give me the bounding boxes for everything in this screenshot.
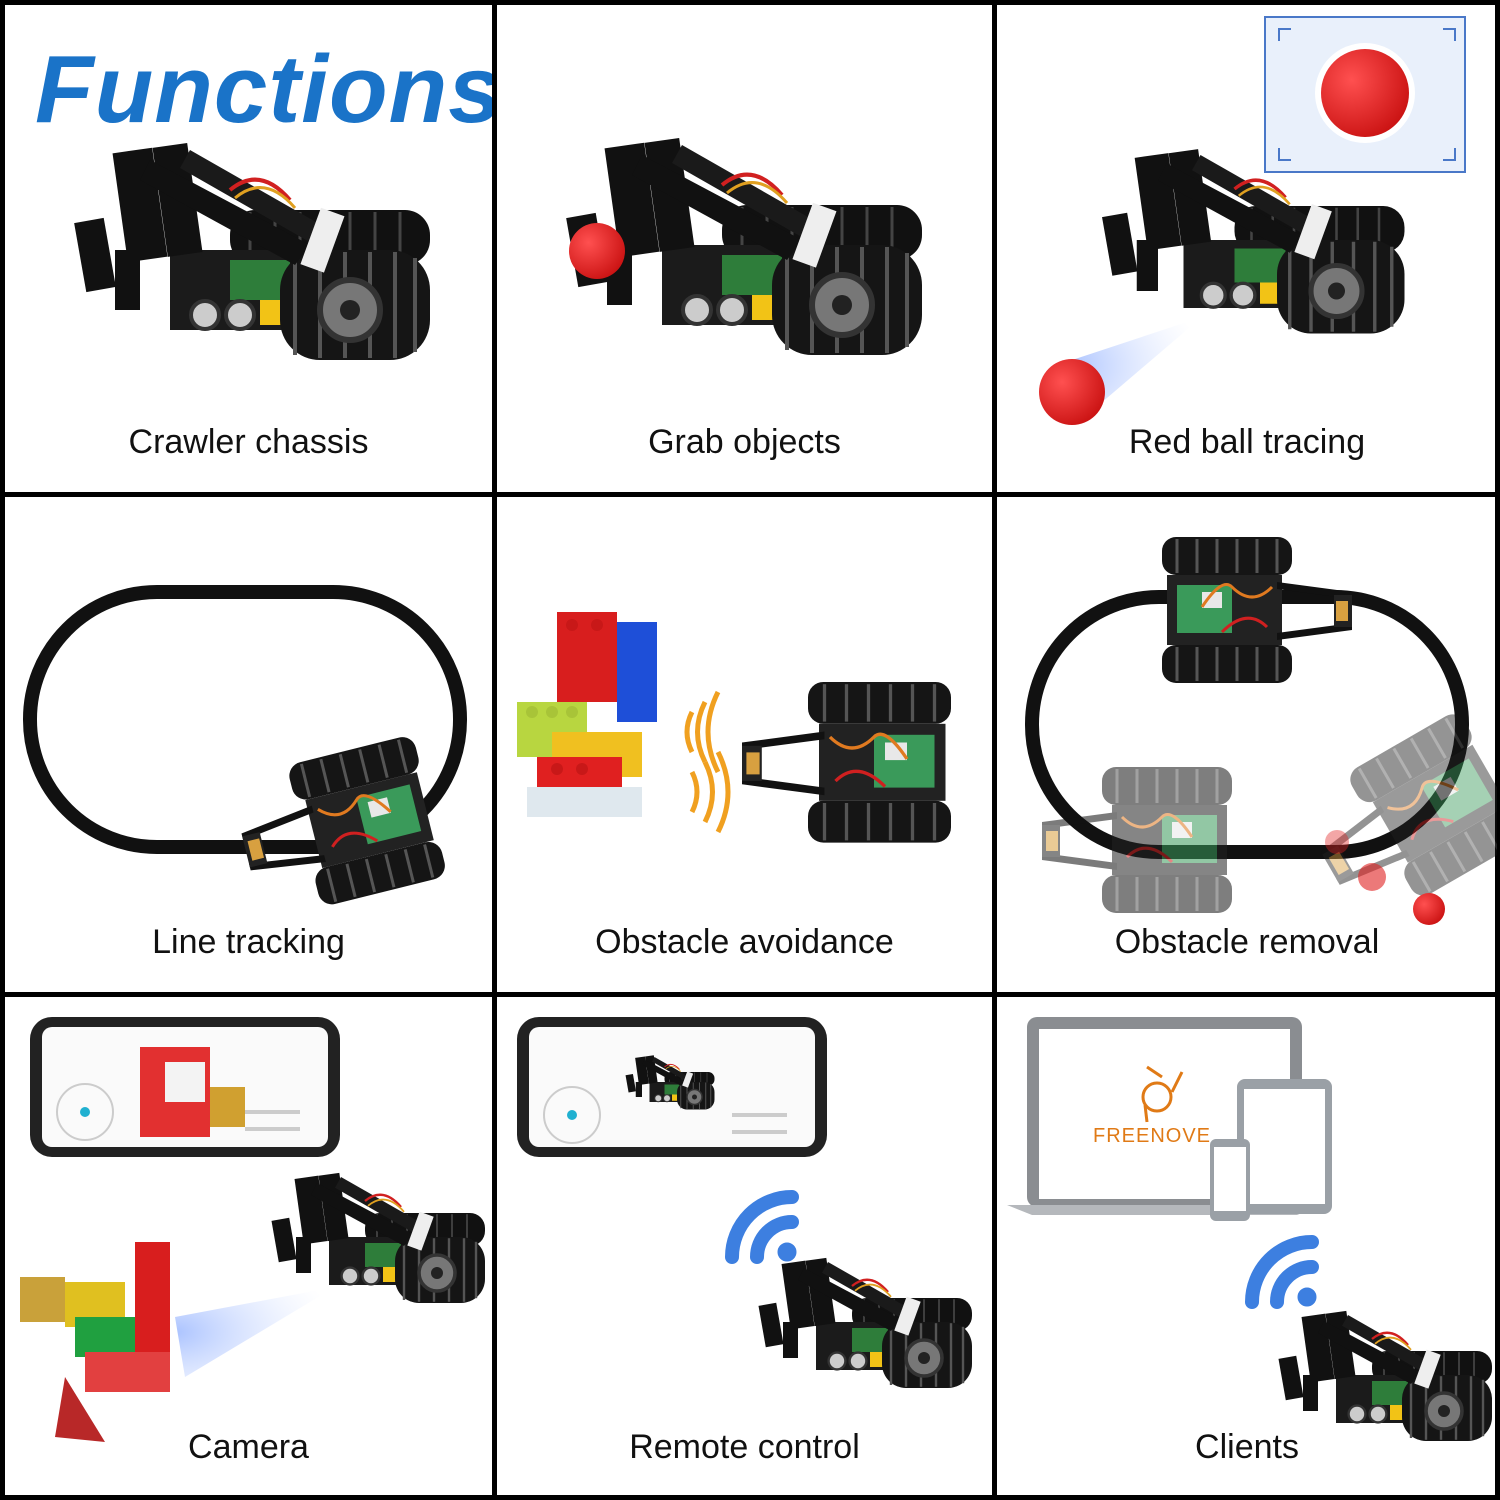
cell-crawler-chassis: Functions Crawler chassis [5, 5, 497, 497]
phone-device [1210, 1139, 1250, 1221]
functions-heading: Functions [35, 36, 497, 143]
cell-caption: Grab objects [648, 423, 841, 461]
tablet [1237, 1079, 1332, 1214]
cell-red-ball-tracing: Red ball tracing [997, 5, 1497, 497]
cell-obstacle-removal: Obstacle removal [997, 497, 1497, 997]
obstacle-removal-image [1025, 535, 1497, 933]
grabbed-ball [569, 223, 625, 279]
freenove-logo-icon [1141, 1065, 1184, 1123]
cell-caption: Remote control [629, 1428, 860, 1466]
clients-image: FREENOVE [1007, 1017, 1494, 1443]
cell-caption: Line tracking [152, 923, 345, 961]
cell-caption: Camera [188, 1428, 309, 1466]
block-pile [20, 1242, 170, 1442]
cell-remote-control: Remote control [497, 997, 997, 1497]
tracked-ball-zoom [1321, 49, 1409, 137]
grab-robot-image [497, 5, 997, 497]
cell-line-tracking: Line tracking [5, 497, 497, 997]
red-ball [1039, 359, 1105, 425]
camera-image [20, 1017, 487, 1442]
remote-control-image [517, 1017, 974, 1390]
sonar-waves [684, 690, 731, 834]
cell-grab-objects: Grab objects [497, 5, 997, 497]
wifi-icon [1252, 1242, 1316, 1306]
brand-text: FREENOVE [1093, 1125, 1211, 1147]
cell-obstacle-avoidance: Obstacle avoidance [497, 497, 997, 997]
cell-caption: Obstacle avoidance [595, 923, 894, 961]
cell-caption: Red ball tracing [1128, 423, 1366, 461]
cell-clients: FREENOVE Clients [997, 997, 1497, 1497]
obstacle-avoidance-image [517, 612, 953, 845]
cell-camera: Camera [5, 997, 497, 1497]
phone-app-screen [517, 1017, 827, 1157]
red-ball [1413, 893, 1445, 925]
wifi-icon [732, 1197, 796, 1261]
cell-caption: Clients [1195, 1428, 1299, 1466]
line-tracking-image [23, 585, 467, 924]
block-obstacle [517, 612, 657, 817]
phone-app-screen [30, 1017, 340, 1157]
cell-caption: Obstacle removal [1114, 923, 1380, 961]
cell-caption: Crawler chassis [128, 423, 369, 461]
ball-tracing-image [1039, 16, 1466, 425]
